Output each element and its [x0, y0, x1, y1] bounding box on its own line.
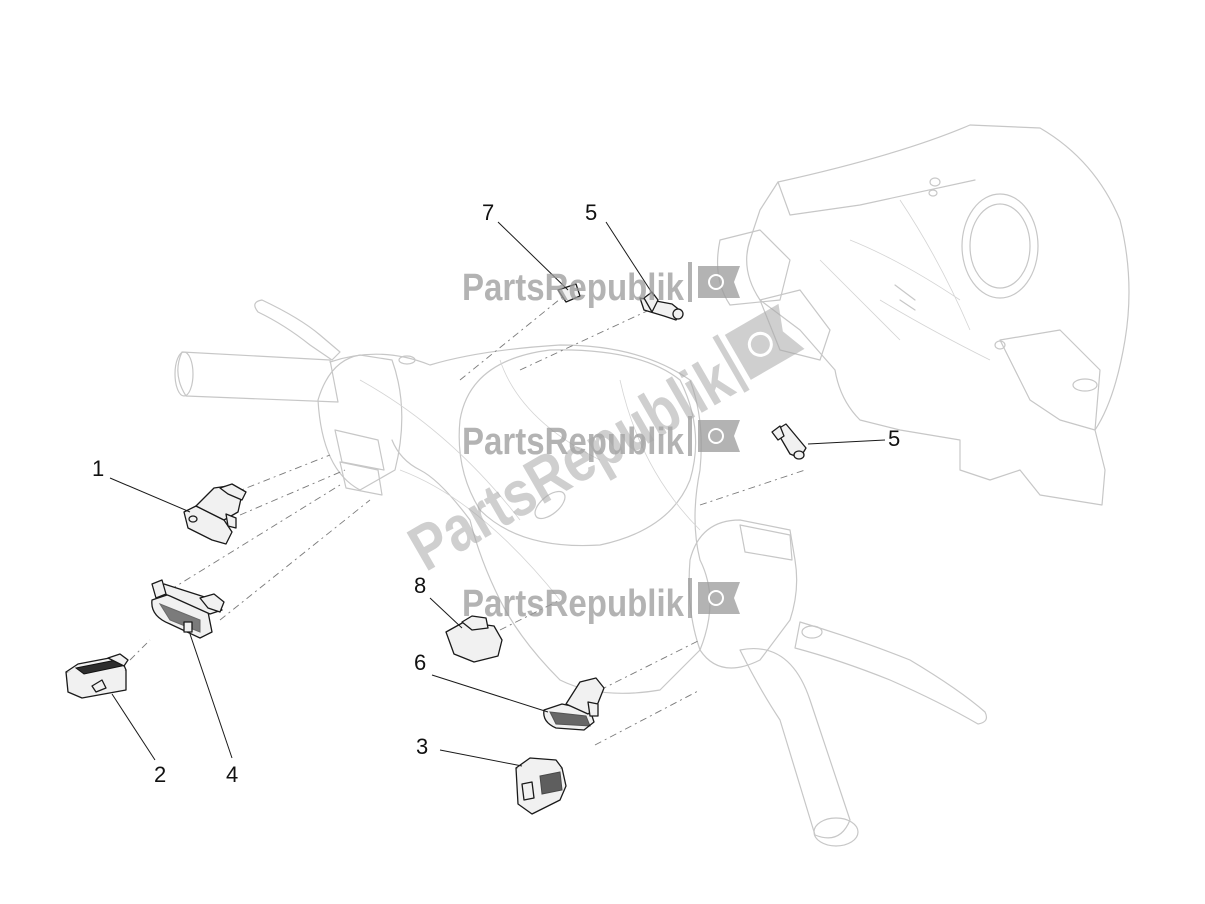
- gear-flag-icon: [698, 420, 740, 452]
- callout-1: 1: [92, 456, 104, 481]
- callout-4: 4: [226, 762, 238, 787]
- handlebar-outline: [174, 299, 988, 847]
- part-1-switch[interactable]: [183, 483, 247, 545]
- part-8-cap[interactable]: [445, 615, 503, 663]
- part-5-bulb-right[interactable]: [771, 423, 807, 460]
- part-6-switch[interactable]: [543, 677, 605, 731]
- part-4-switch-housing[interactable]: [151, 579, 225, 639]
- gear-flag-icon: [724, 303, 805, 380]
- part-7-bulb-holder[interactable]: [557, 283, 581, 303]
- callout-7: 7: [482, 200, 494, 225]
- watermark-text: PartsRepublik: [396, 342, 744, 585]
- callout-6: 6: [414, 650, 426, 675]
- callout-5-top: 5: [585, 200, 597, 225]
- callout-5-right: 5: [888, 426, 900, 451]
- part-2-horn-switch[interactable]: [65, 653, 129, 699]
- callout-2: 2: [154, 762, 166, 787]
- part-5-bulb-top[interactable]: [639, 291, 684, 321]
- callout-3: 3: [416, 734, 428, 759]
- part-3-switch[interactable]: [515, 757, 567, 815]
- watermark-top: PartsRepublik: [462, 262, 740, 309]
- watermark-text: PartsRepublik: [462, 421, 685, 463]
- watermark-diagonal: PartsRepublik: [396, 303, 805, 585]
- watermark-text: PartsRepublik: [462, 583, 685, 625]
- callout-8: 8: [414, 573, 426, 598]
- watermark-middle: PartsRepublik: [462, 416, 740, 463]
- watermark-text: PartsRepublik: [462, 267, 685, 309]
- watermark-bottom: PartsRepublik: [462, 578, 740, 625]
- gear-flag-icon: [698, 266, 740, 298]
- gear-flag-icon: [698, 582, 740, 614]
- leader-lines: [109, 221, 886, 767]
- headset-cover-outline: [716, 124, 1130, 506]
- callout-labels: 1 2 3 4 5 5 6 7 8: [92, 200, 900, 787]
